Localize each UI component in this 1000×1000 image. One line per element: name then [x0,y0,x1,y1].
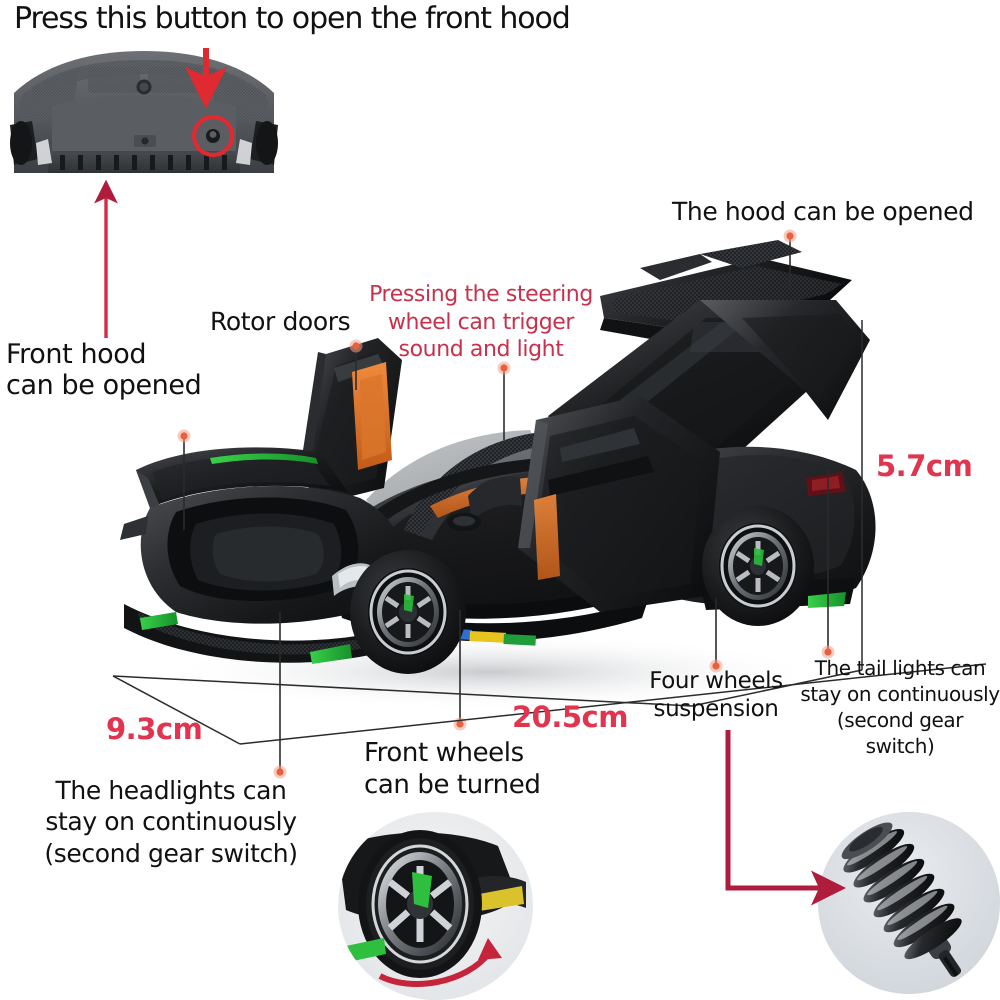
suspension-photo [818,812,1000,994]
callout-tail-lights: The tail lights can stay on continuously… [800,656,1000,758]
page-title: Press this button to open the front hood [14,1,571,36]
callout-front-hood: Front hood can be opened [6,339,202,401]
headlight [332,563,372,596]
callout-steering-sound: Pressing the steering wheel can trigger … [369,282,593,362]
windshield-cage [360,430,556,540]
callout-four-wheels: Four wheels suspension [649,668,783,722]
dimension-width: 9.3cm [106,712,203,746]
callout-rotor-doors: Rotor doors [210,307,351,336]
car-centre-body [324,463,658,646]
wheel-turn-photo [338,812,533,1000]
dimension-length: 20.5cm [512,700,628,734]
scissor-door-right [518,396,720,612]
car-front-body [120,485,410,664]
callout-headlights: The headlights can stay on continuously … [44,776,298,868]
inset-suspension [818,812,1000,994]
front-hood [136,447,348,520]
inset-wheel-turn [338,812,533,1000]
rear-wing [600,240,852,346]
steering-wheel [447,513,481,531]
rear-wheel [702,506,814,626]
dimension-height: 5.7cm [876,449,973,483]
underside-photo [10,51,278,173]
callout-hood-opened: The hood can be opened [672,197,974,226]
front-wheel [350,550,466,674]
callout-front-wheels: Front wheels can be turned [364,738,541,800]
car-rear-body [604,446,876,610]
inset-underside-view [8,47,280,195]
tail-light [806,472,846,496]
